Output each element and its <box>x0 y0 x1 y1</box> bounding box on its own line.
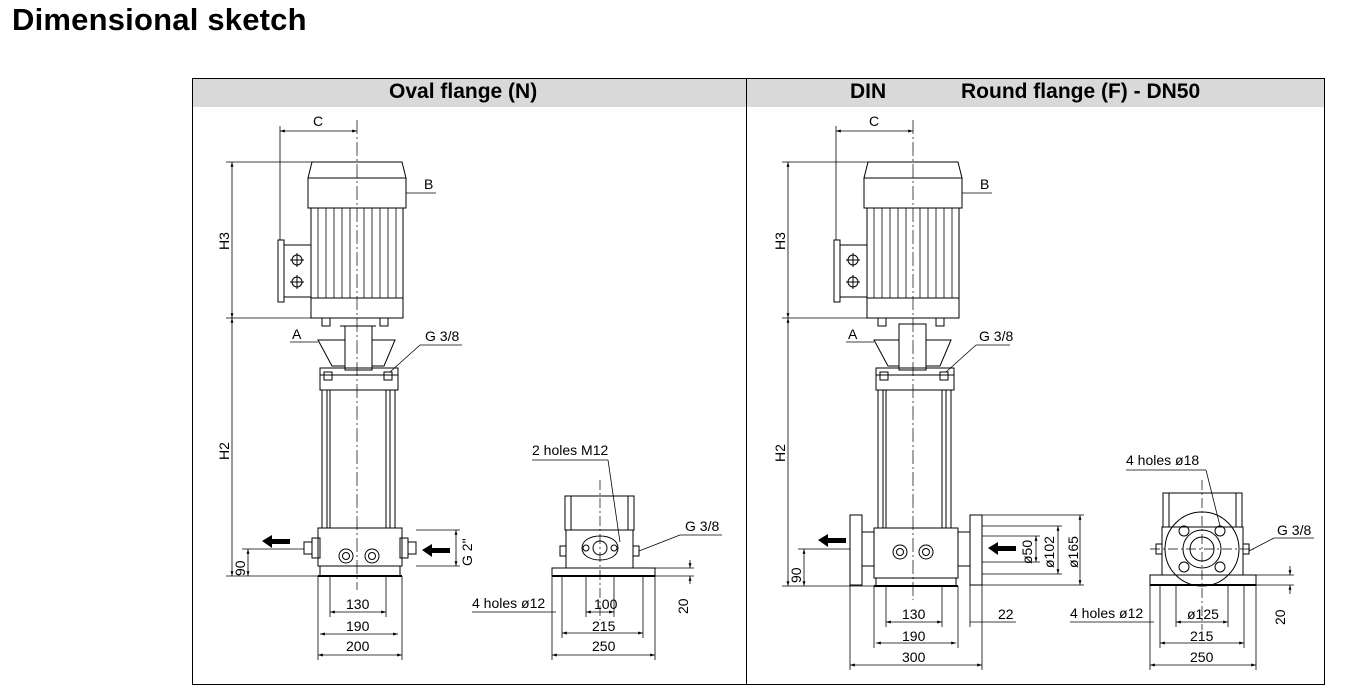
left-label-g38: G 3/8 <box>425 328 459 344</box>
left-outlet-arrow <box>262 535 290 548</box>
right-dimensions <box>782 126 1084 670</box>
right-label-d50: ø50 <box>1019 540 1035 564</box>
left-dimension-labels: C B H3 A G 3/8 H2 90 G 2" 130 190 200 <box>216 113 475 654</box>
right-side-view <box>1149 492 1257 587</box>
right-label-d102: ø102 <box>1041 536 1057 568</box>
left-side-dims <box>472 459 722 660</box>
right-label-b: B <box>980 176 989 192</box>
left-terminal-box <box>283 244 312 298</box>
right-label-h3: H3 <box>772 232 788 250</box>
left-label-130: 130 <box>346 596 370 612</box>
left-label-h3: H3 <box>216 232 232 250</box>
right-label-d165: ø165 <box>1065 536 1081 568</box>
din-label: DIN <box>850 80 887 103</box>
left-label-200: 200 <box>346 638 370 654</box>
left-label-215: 215 <box>592 618 616 634</box>
left-header-bar <box>193 79 746 107</box>
right-label-22: 22 <box>998 606 1014 622</box>
left-oval-flange <box>581 535 619 561</box>
left-inlet-arrow <box>422 544 450 557</box>
right-label-250: 250 <box>1190 649 1214 665</box>
right-panel-header: Round flange (F) - DN50 <box>961 80 1201 103</box>
right-dimension-labels: C B H3 A G 3/8 H2 90 ø50 ø102 ø165 130 1… <box>772 113 1081 665</box>
right-side-labels: 4 holes ø18 G 3/8 4 holes ø12 ø125 215 2… <box>1070 452 1311 665</box>
panel-divider <box>746 78 747 685</box>
right-label-c: C <box>869 113 879 129</box>
right-pump-drawing <box>833 161 983 587</box>
right-header-bar <box>747 79 1324 107</box>
left-label-20: 20 <box>675 598 691 614</box>
right-inlet-flange <box>969 514 983 586</box>
left-panel-header: Oval flange (N) <box>389 80 538 103</box>
right-label-300: 300 <box>902 649 926 665</box>
left-label-g38-side: G 3/8 <box>685 518 719 534</box>
right-label-g38: G 3/8 <box>979 328 1013 344</box>
right-label-holes-d12: 4 holes ø12 <box>1070 605 1143 621</box>
left-dimensions <box>226 126 462 660</box>
left-label-250: 250 <box>592 638 616 654</box>
page-title: Dimensional sketch <box>12 2 307 37</box>
right-label-a: A <box>848 326 858 342</box>
left-label-holes-m12: 2 holes M12 <box>532 442 608 458</box>
right-outlet-flange <box>849 514 863 586</box>
left-side-view <box>551 495 656 577</box>
right-label-h2: H2 <box>772 444 788 462</box>
left-pump-drawing <box>277 161 417 577</box>
right-label-g38-side: G 3/8 <box>1277 522 1311 538</box>
left-pump-sleeve <box>329 389 387 529</box>
left-label-h2: H2 <box>216 442 232 460</box>
left-label-g2: G 2" <box>459 538 475 566</box>
right-inlet-arrow <box>988 542 1016 555</box>
right-side-dims <box>1070 469 1314 670</box>
left-label-c: C <box>313 113 323 129</box>
right-label-130: 130 <box>902 606 926 622</box>
left-label-b: B <box>424 176 433 192</box>
right-label-d125: ø125 <box>1187 606 1219 622</box>
right-label-20: 20 <box>1272 609 1288 625</box>
right-base-casing <box>873 527 959 579</box>
left-side-labels: 2 holes M12 G 3/8 4 holes ø12 100 215 25… <box>472 442 719 654</box>
left-label-90: 90 <box>232 560 248 576</box>
left-label-a: A <box>292 326 302 342</box>
right-outlet-arrow <box>818 534 846 547</box>
right-label-90: 90 <box>788 567 804 583</box>
left-label-holes-d12: 4 holes ø12 <box>472 595 545 611</box>
right-label-190: 190 <box>902 628 926 644</box>
left-base-casing <box>317 527 403 567</box>
left-label-190: 190 <box>346 618 370 634</box>
right-label-holes-d18: 4 holes ø18 <box>1126 452 1199 468</box>
sketch-frame <box>192 78 1325 685</box>
right-label-215: 215 <box>1190 628 1214 644</box>
left-label-100: 100 <box>594 596 618 612</box>
